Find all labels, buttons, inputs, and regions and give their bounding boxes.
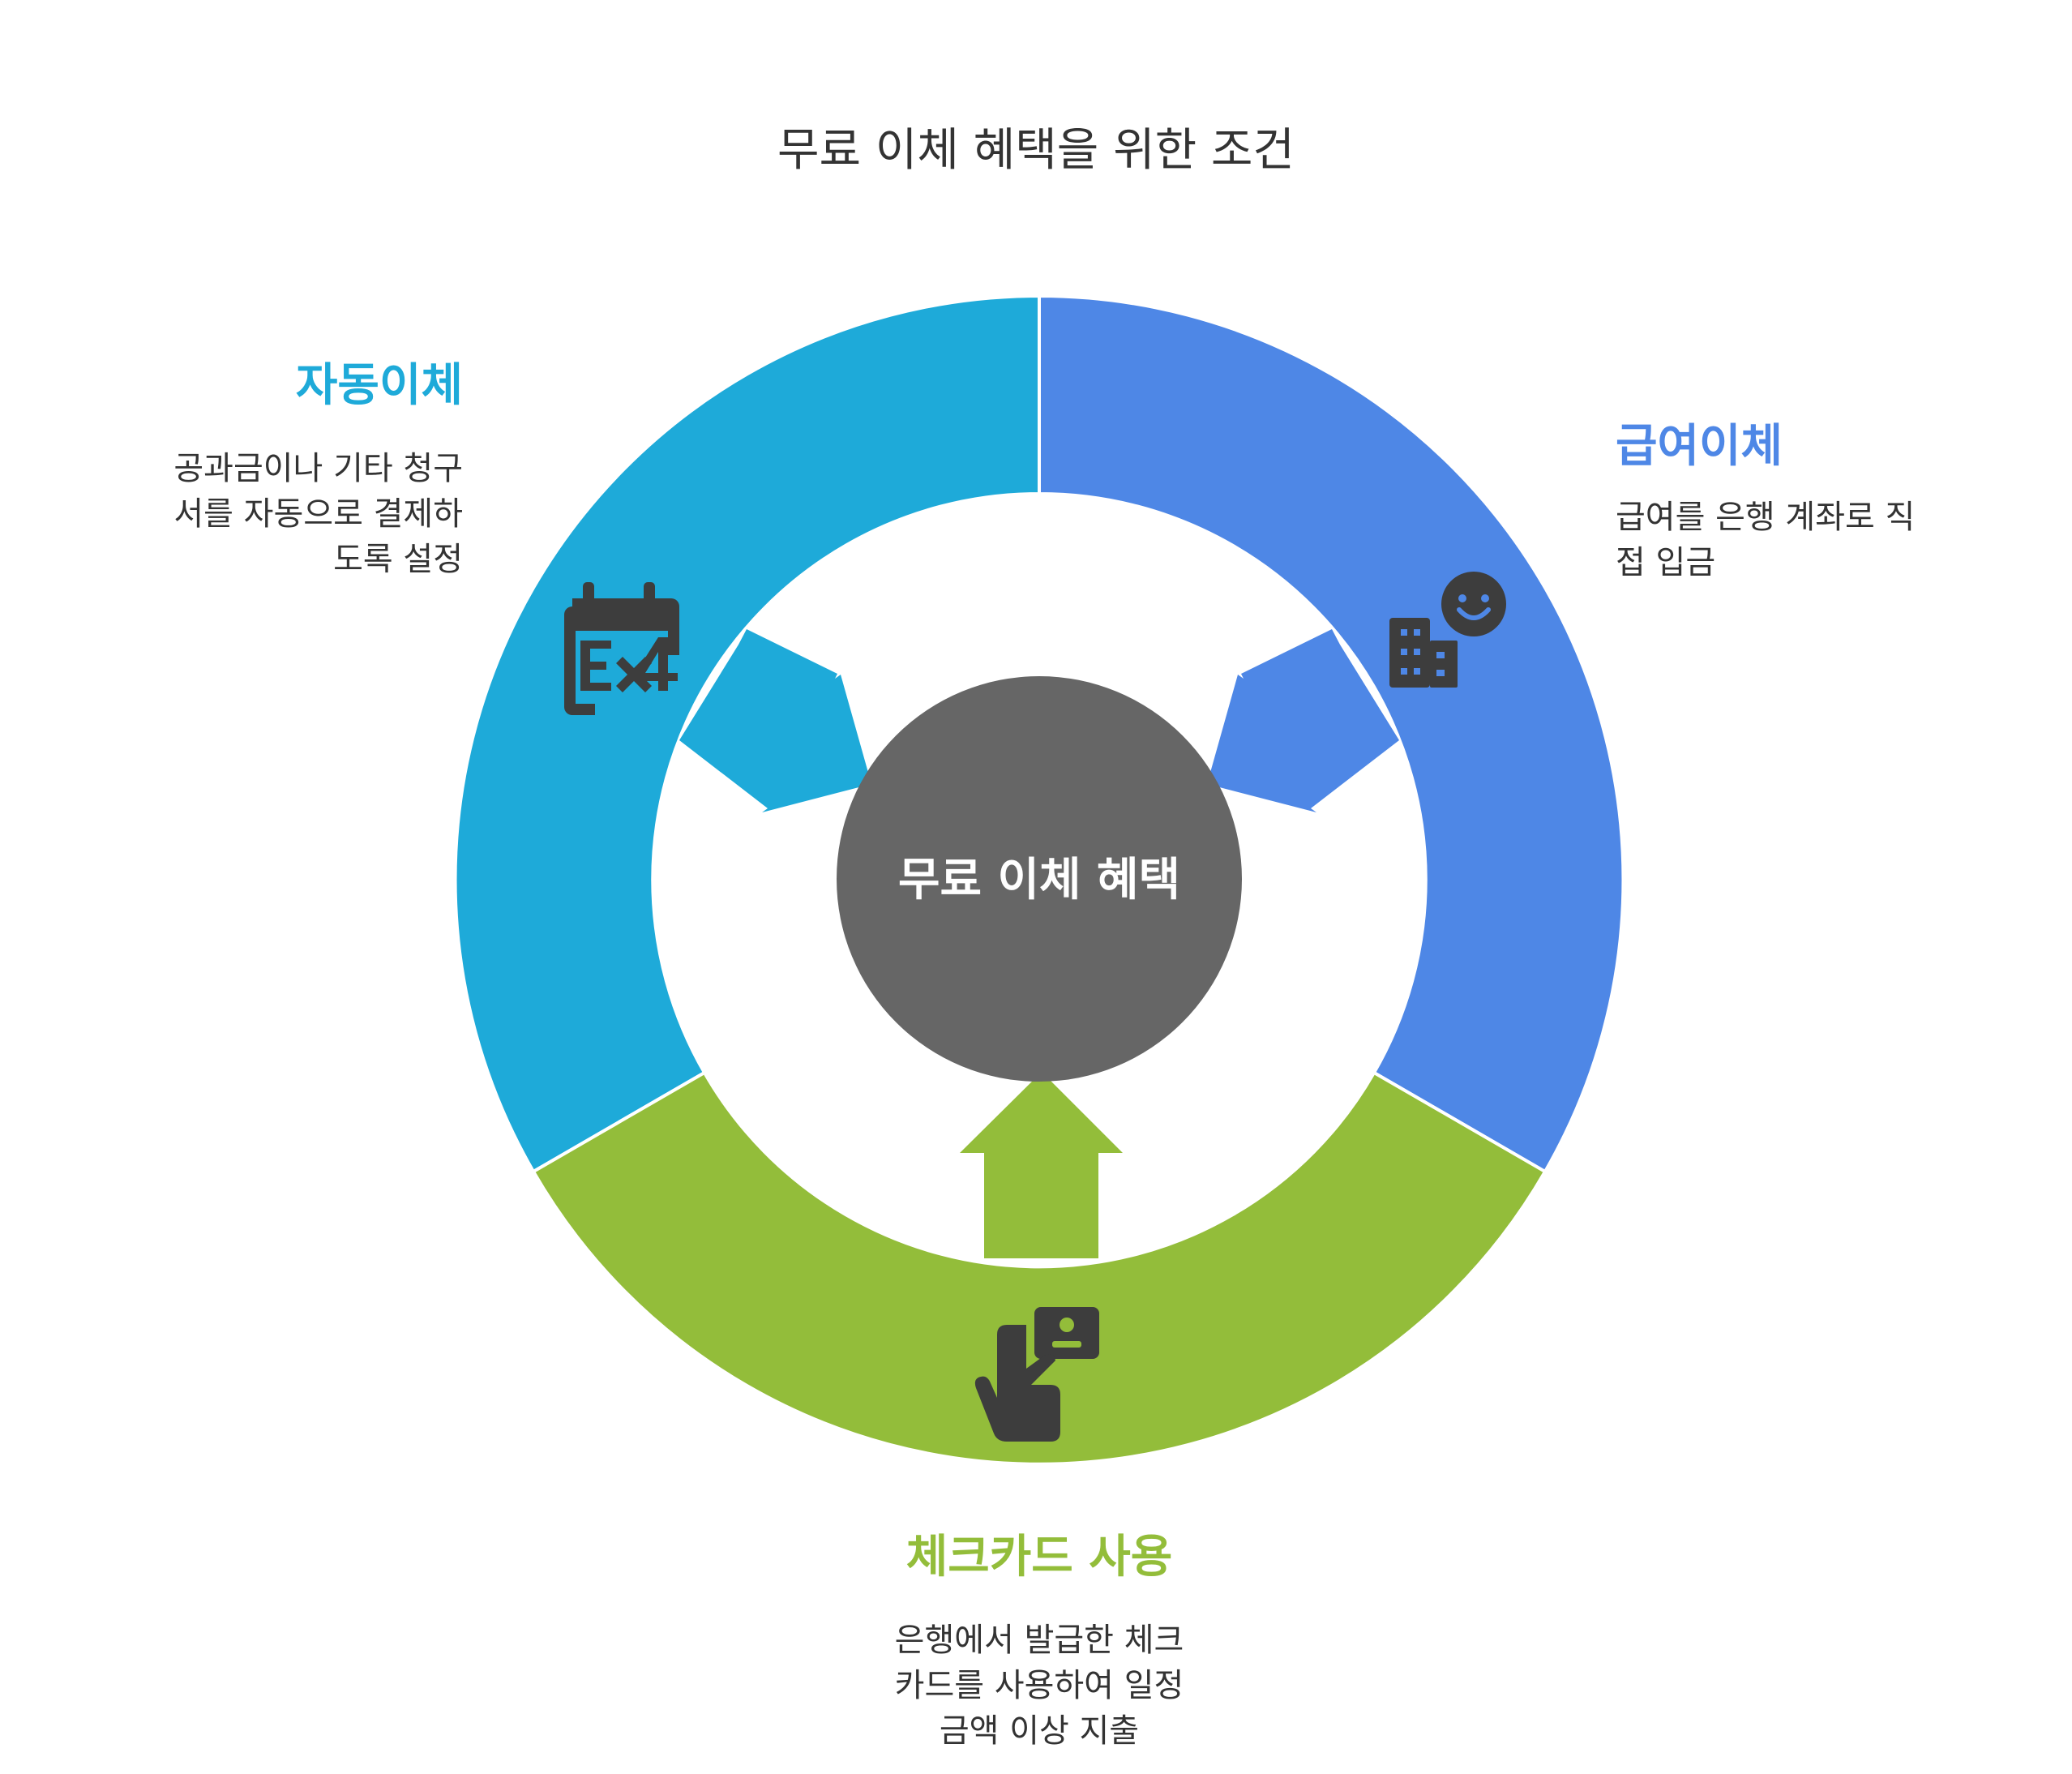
- description-line: 도록 설정: [333, 541, 463, 578]
- segment-description-check-card: 은행에서 발급한 체크 카드를 사용하여 일정 금액 이상 지출: [796, 1618, 1282, 1754]
- segment-heading-salary-transfer: 급여이체: [1616, 420, 1783, 473]
- description-line: 은행에서 발급한 체크: [894, 1622, 1184, 1659]
- building-smiley-icon: [1389, 572, 1506, 688]
- description-line: 서를 자동으로 결제하: [173, 495, 463, 533]
- arrow-salary-transfer: [1207, 629, 1399, 812]
- hand-card-icon: [974, 1307, 1099, 1442]
- description-line: 공과금이나 기타 청구: [173, 450, 463, 487]
- description-line: 접 입금: [1616, 544, 1716, 581]
- segment-check-card: [531, 1070, 1548, 1466]
- arrow-check-card: [960, 1072, 1123, 1258]
- description-line: 카드를 사용하여 일정: [894, 1667, 1184, 1704]
- segment-salary-transfer: [1038, 294, 1625, 1174]
- description-line: 금액 이상 지출: [939, 1712, 1140, 1750]
- calendar-icon: [564, 582, 679, 715]
- center-circle: [837, 676, 1242, 1082]
- segment-heading-auto-transfer: 자동이체: [295, 359, 463, 412]
- segment-heading-check-card: 체크카드 사용: [905, 1531, 1173, 1583]
- center-label: 무료 이체 혜택: [898, 854, 1180, 906]
- page-title: 무료 이체 혜택을 위한 조건: [777, 124, 1295, 177]
- description-line: 급여를 은행 계좌로 직: [1616, 499, 1916, 536]
- arrow-auto-transfer: [679, 629, 871, 812]
- segment-auto-transfer: [453, 294, 1041, 1174]
- segment-description-salary-transfer: 급여를 은행 계좌로 직 접 입금: [1616, 495, 1915, 585]
- segment-description-auto-transfer: 공과금이나 기타 청구 서를 자동으로 결제하 도록 설정: [173, 446, 463, 582]
